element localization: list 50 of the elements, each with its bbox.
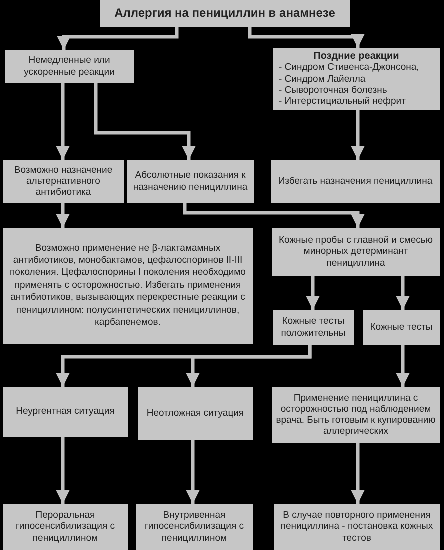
process-box (3, 504, 128, 550)
process-box (272, 387, 440, 443)
process-box (138, 387, 253, 440)
box-text: Возможно применение не β-лактамамных антибиотиков, монобактамов, цефалоспоринов II-III поколения. Цефалоспорины I поколения необходимо применять с осторожностью. Избегать применения антибиотиков, вызывающих перекрестные реакции с пенициллином: полусинтетических пенициллинов, карбапенемов. (9, 242, 247, 330)
arrow (351, 110, 365, 160)
arrow (183, 203, 365, 228)
list-item: - Синдром Лайелла (279, 74, 366, 85)
process-box (272, 228, 440, 276)
process-box (271, 160, 440, 203)
box-text: Поздние реакции (314, 50, 400, 62)
process-box (3, 228, 253, 344)
arrow (57, 27, 179, 50)
arrow (396, 345, 410, 387)
box-text: Внутривенная гипосенсибилизация с пенициллином (144, 510, 246, 544)
box-text: Кожные пробы с главной и смесью минорных детерминант пенициллина (278, 235, 434, 269)
box-text: Кожные тесты положительны (280, 316, 347, 339)
process-box (274, 504, 440, 550)
box-text: Возможно назначение альтернативного антибиотика (13, 164, 114, 198)
list-item: - Синдром Стивенса-Джонсона, (279, 62, 420, 74)
box-text: Применение пенициллина с осторожностью под наблюдением врача. Быть готовым к купированию аллергических (275, 392, 437, 438)
box-text: Пероральная гипосенсибилизация с пенициллином (14, 510, 116, 544)
box-text: Избегать назначения пенициллина (278, 176, 433, 188)
process-box (363, 310, 440, 345)
process-box (100, 0, 350, 27)
arrow (306, 276, 320, 310)
arrow (396, 276, 410, 310)
box-text: Аллергия на пенициллин в анамнезе (114, 6, 336, 21)
process-box (127, 160, 254, 203)
box-text: Немедленные или ускоренные реакции (23, 55, 116, 78)
process-box (273, 310, 354, 345)
box-text: В случае повторного применения пенициллина - постановка кожных тестов (280, 510, 434, 544)
arrow (351, 443, 365, 504)
process-box (5, 50, 134, 83)
box-text: Абсолютные показания к назначению пенициллина (132, 170, 249, 193)
arrow (186, 440, 200, 504)
process-box (136, 504, 253, 550)
arrow (94, 83, 196, 160)
arrow (248, 27, 365, 48)
box-text: Неургентная ситуация (16, 406, 115, 418)
process-box (273, 48, 440, 110)
process-box (3, 387, 128, 437)
arrow (56, 83, 70, 160)
arrow (56, 437, 70, 504)
list-item: - Сывороточная болезнь (279, 84, 388, 96)
arrow (186, 345, 312, 387)
process-box (3, 160, 124, 203)
box-text: Кожные тесты (370, 322, 433, 334)
arrow (56, 203, 70, 228)
box-text: Неотложная ситуация (146, 408, 244, 420)
list-item: - Интерстициальный нефрит (279, 96, 406, 108)
